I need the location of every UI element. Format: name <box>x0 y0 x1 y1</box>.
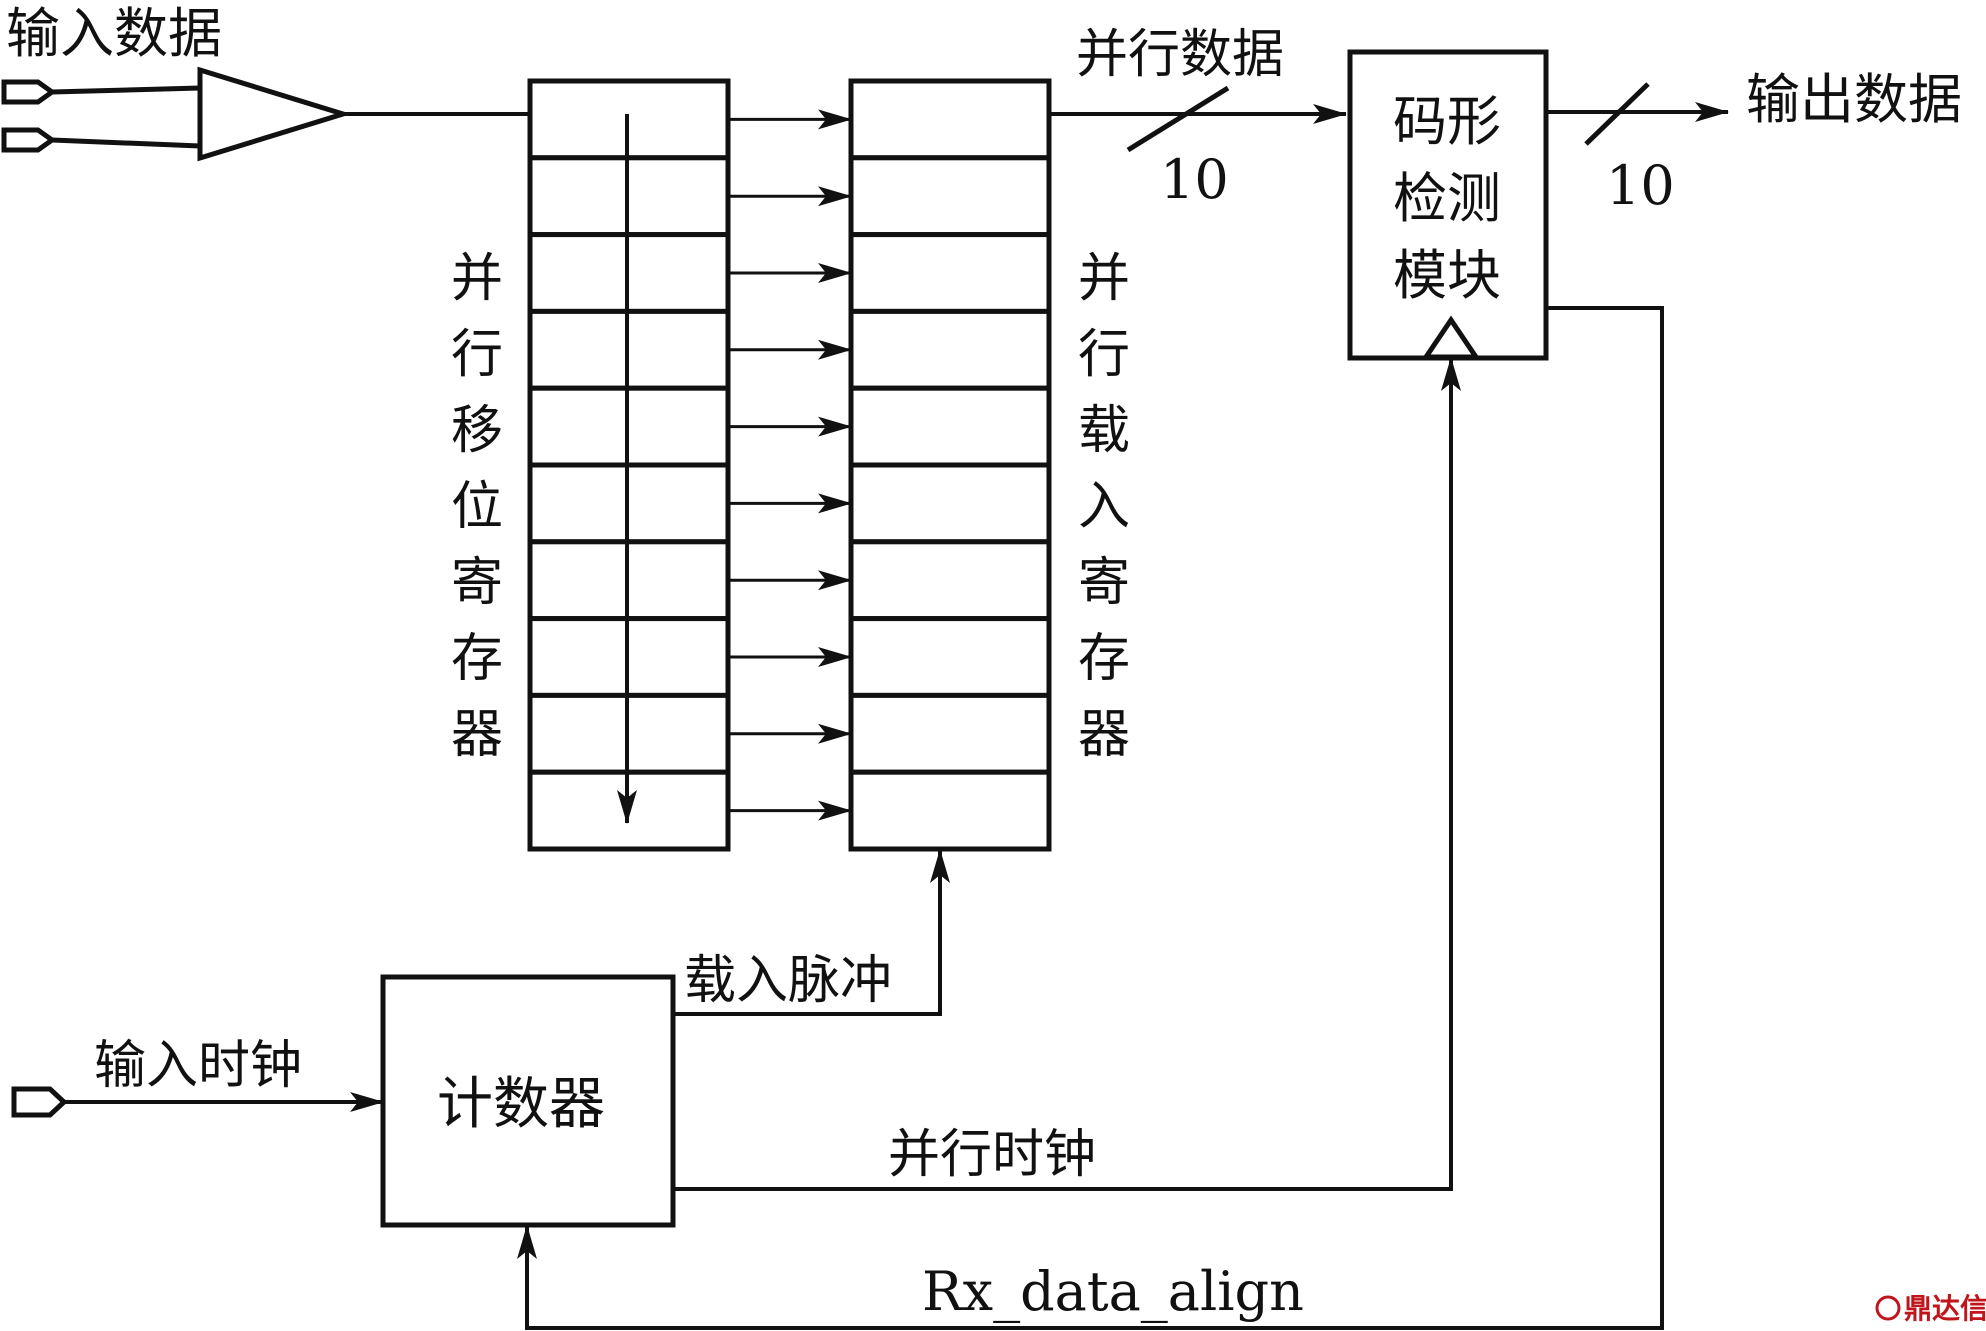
detection-module-label-3: 模块 <box>1393 244 1501 307</box>
load_register-char: 器 <box>1078 705 1130 765</box>
load-pulse-line <box>673 849 950 1016</box>
watermark-text: 鼎达信 <box>1904 1292 1986 1325</box>
output-data-label: 输出数据 <box>1746 68 1962 131</box>
load_register-char: 载 <box>1078 401 1130 461</box>
counter-label: 计数器 <box>437 1072 605 1137</box>
input-data-label: 输入数据 <box>6 2 222 65</box>
load-register-cell <box>848 462 1052 545</box>
load_register-char: 入 <box>1078 477 1130 537</box>
load-register-cell <box>848 692 1052 775</box>
shift_register-char: 器 <box>451 705 503 765</box>
load-register-cell <box>848 308 1052 391</box>
shift_register-char: 移 <box>451 401 503 461</box>
load-register-cell <box>848 155 1052 238</box>
shift_register-char: 行 <box>451 325 503 385</box>
parallel-bus-width: 10 <box>1160 148 1229 211</box>
shift_register-char: 并 <box>451 249 503 309</box>
parallel-data-label: 并行数据 <box>1076 25 1284 85</box>
rx-data-align-label: Rx_data_align <box>922 1260 1304 1323</box>
input-clock-label: 输入时钟 <box>94 1036 302 1096</box>
parallel-clock-label: 并行时钟 <box>888 1125 1096 1185</box>
shift_register-char: 位 <box>451 477 503 537</box>
detection-module-label-1: 码形 <box>1393 90 1501 153</box>
load-pulse-label: 载入脉冲 <box>684 951 892 1011</box>
shift_register-char: 寄 <box>451 553 503 613</box>
parallel-transfer-arrows <box>728 109 852 821</box>
input-data-connector <box>1 79 201 153</box>
load-register-cell <box>848 616 1052 698</box>
load_register-char: 并 <box>1078 249 1130 309</box>
counter-block <box>380 974 676 1228</box>
load-register-cell <box>848 539 1052 622</box>
rx-data-align-line <box>517 306 1664 1330</box>
shift_register-char: 存 <box>451 629 503 689</box>
detection-module <box>1347 49 1549 361</box>
load_register-char: 寄 <box>1078 553 1130 613</box>
watermark-logo: 鼎达信 <box>1875 1292 1986 1325</box>
parallel-clock-line <box>673 357 1461 1191</box>
load_register-char: 存 <box>1078 629 1130 689</box>
parallel-data-bus-slash <box>1126 85 1230 153</box>
load-register-cell <box>848 385 1052 468</box>
load-register-cell <box>848 769 1052 852</box>
output-bus-width: 10 <box>1606 154 1675 217</box>
input-clock-connector <box>11 1086 68 1118</box>
detection-module-label-2: 检测 <box>1393 167 1501 230</box>
output-data-bus-slash <box>1584 82 1650 146</box>
input-buffer-triangle <box>197 66 352 162</box>
load-register-cell <box>848 78 1052 161</box>
load-register-cell <box>848 232 1052 314</box>
load-register <box>848 78 1052 852</box>
load_register-char: 行 <box>1078 325 1130 385</box>
